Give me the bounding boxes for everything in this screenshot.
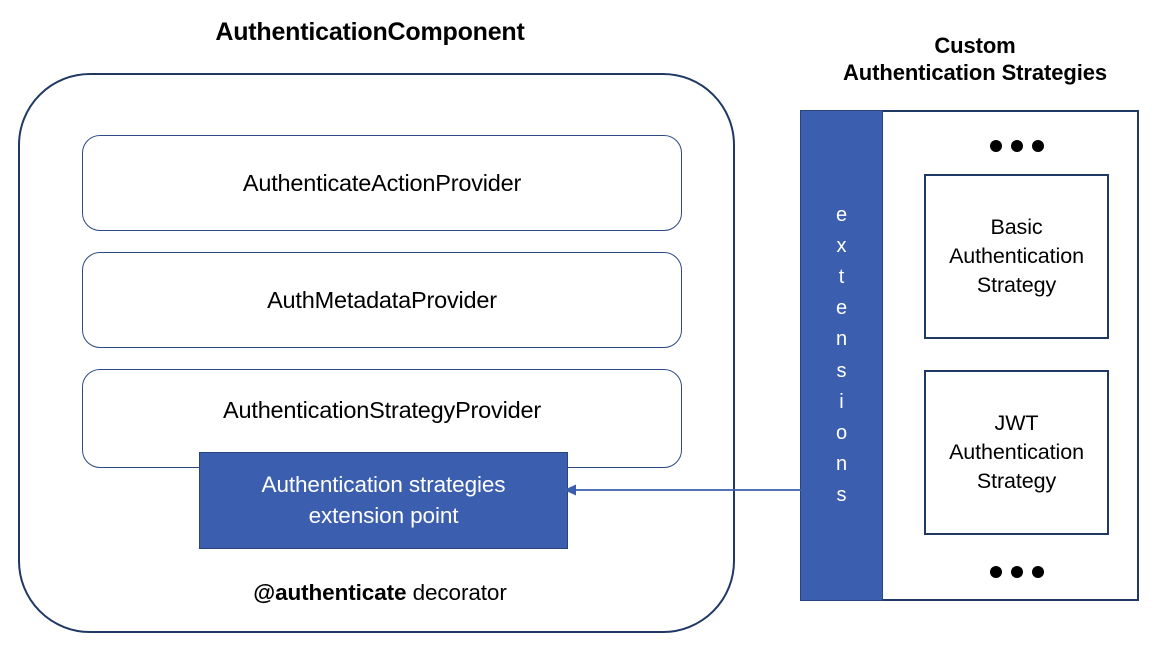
dot-icon — [1032, 566, 1044, 578]
provider-box-auth-metadata-provider[interactable]: AuthMetadataProvider — [82, 252, 682, 348]
custom-authentication-strategies-panel: e x t e n s i o n s Basic Authentication… — [800, 110, 1139, 601]
strategy-label: Basic Authentication Strategy — [949, 214, 1084, 298]
extension-point-label: Authentication strategies extension poin… — [261, 472, 506, 528]
provider-box-authenticate-action-provider[interactable]: AuthenticateActionProvider — [82, 135, 682, 231]
dot-icon — [1011, 566, 1023, 578]
provider-label: AuthMetadataProvider — [267, 286, 497, 313]
dot-icon — [1032, 140, 1044, 152]
decorator-word: decorator — [412, 580, 507, 605]
strategy-box-basic-authentication-strategy[interactable]: Basic Authentication Strategy — [924, 174, 1109, 339]
provider-box-authentication-strategy-provider[interactable]: AuthenticationStrategyProvider — [82, 369, 682, 468]
authenticate-decorator-caption: @authenticate decorator — [130, 580, 630, 606]
decorator-name: @authenticate — [253, 580, 407, 605]
provider-label: AuthenticationStrategyProvider — [223, 397, 541, 424]
ellipsis-bottom-icon — [990, 566, 1044, 578]
ellipsis-top-icon — [990, 140, 1044, 152]
custom-strategies-title: Custom Authentication Strategies — [843, 33, 1107, 85]
dot-icon — [990, 566, 1002, 578]
extensions-bar-label: e x t e n s i o n s — [835, 203, 848, 507]
strategy-label: JWT Authentication Strategy — [949, 410, 1084, 494]
component-title: AuthenticationComponent — [215, 18, 525, 46]
extensions-to-extension-point-arrow — [564, 484, 812, 496]
dot-icon — [1011, 140, 1023, 152]
authentication-strategies-extension-point[interactable]: Authentication strategies extension poin… — [199, 452, 568, 549]
provider-label: AuthenticateActionProvider — [242, 169, 522, 196]
extensions-bar[interactable]: e x t e n s i o n s — [800, 110, 883, 601]
dot-icon — [990, 140, 1002, 152]
strategy-box-jwt-authentication-strategy[interactable]: JWT Authentication Strategy — [924, 370, 1109, 535]
